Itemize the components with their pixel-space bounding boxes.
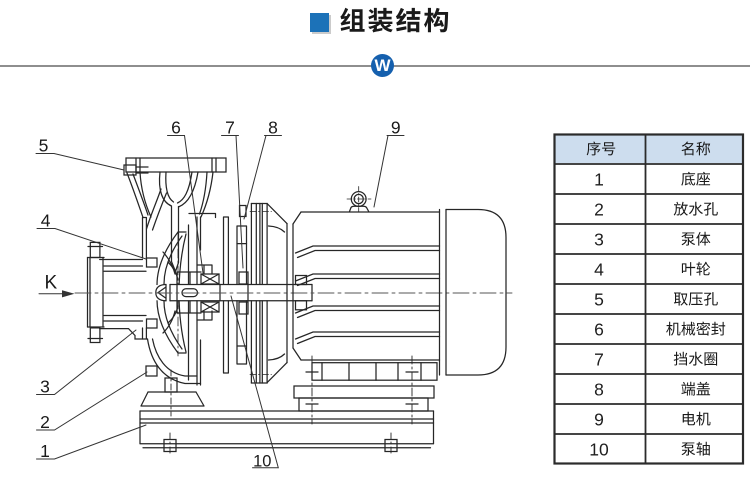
- svg-text:9: 9: [391, 118, 401, 138]
- svg-text:2: 2: [40, 412, 50, 432]
- svg-text:7: 7: [225, 118, 235, 138]
- svg-text:8: 8: [268, 118, 278, 138]
- svg-text:2: 2: [594, 199, 604, 219]
- svg-text:7: 7: [594, 349, 604, 369]
- svg-text:4: 4: [594, 259, 604, 279]
- svg-text:9: 9: [594, 409, 604, 429]
- svg-text:10: 10: [589, 439, 609, 459]
- svg-text:8: 8: [594, 379, 604, 399]
- svg-text:5: 5: [594, 289, 604, 309]
- svg-text:K: K: [44, 272, 57, 293]
- svg-text:5: 5: [39, 136, 49, 156]
- svg-text:1: 1: [594, 169, 604, 189]
- svg-text:6: 6: [594, 319, 604, 339]
- svg-text:4: 4: [41, 210, 51, 230]
- svg-text:10: 10: [253, 452, 271, 470]
- svg-text:1: 1: [40, 441, 50, 461]
- svg-text:3: 3: [40, 377, 50, 397]
- svg-text:3: 3: [594, 229, 604, 249]
- svg-text:6: 6: [171, 118, 181, 138]
